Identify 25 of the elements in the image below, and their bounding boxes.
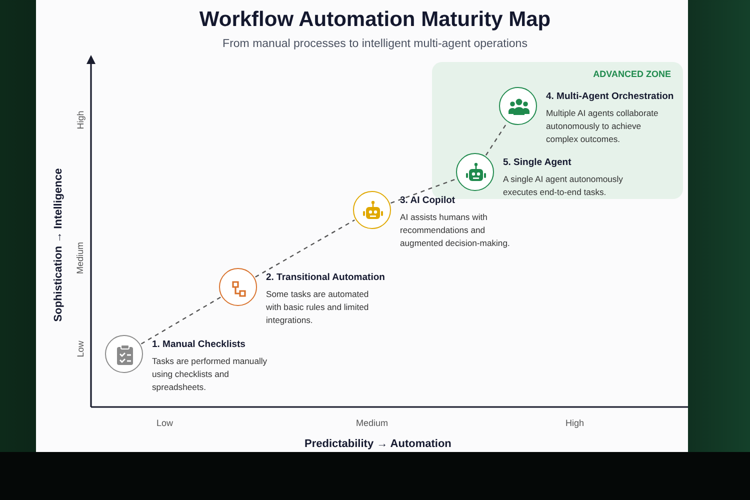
dashed-connector xyxy=(255,219,355,278)
tick-label: High xyxy=(74,110,85,130)
tick-label: High xyxy=(566,418,584,428)
step-title: 2. Transitional Automation xyxy=(266,272,386,283)
dashed-connector xyxy=(140,296,222,344)
step-description: Some tasks are automated with basic rules and limited integrations. xyxy=(266,288,370,327)
step-description: AI assists humans with recommendations and augmented decision-making. xyxy=(400,211,511,250)
subtitle: From manual processes to intelligent multi-agent operations xyxy=(222,38,528,50)
step-description: Multiple AI agents collaborate autonomously to achieve complex outcomes. xyxy=(546,107,660,146)
tick-label: Medium xyxy=(75,242,85,274)
axis-title: Sophistication → Intelligence xyxy=(52,168,64,322)
diagram-title: Workflow Automation Maturity Map xyxy=(198,8,552,32)
axis-title: Predictability → Automation xyxy=(304,438,452,450)
step-title: 1. Manual Checklists xyxy=(152,339,246,350)
step-description: A single AI agent autonomously executes end-to-end tasks. xyxy=(503,173,624,199)
step-description: Tasks are performed manually using checklists and spreadsheets. xyxy=(152,355,268,394)
tick-label: Medium xyxy=(356,418,388,428)
tick-label: Low xyxy=(156,418,174,428)
step-title: 3. AI Copilot xyxy=(400,195,456,206)
dashed-connector xyxy=(485,122,508,156)
tick-label: Low xyxy=(74,340,85,358)
dashed-connector xyxy=(390,178,456,204)
zone-heading: ADVANCED ZONE xyxy=(593,69,671,79)
step-title: 4. Multi-Agent Orchestration xyxy=(546,91,675,102)
step-title: 5. Single Agent xyxy=(503,157,572,168)
